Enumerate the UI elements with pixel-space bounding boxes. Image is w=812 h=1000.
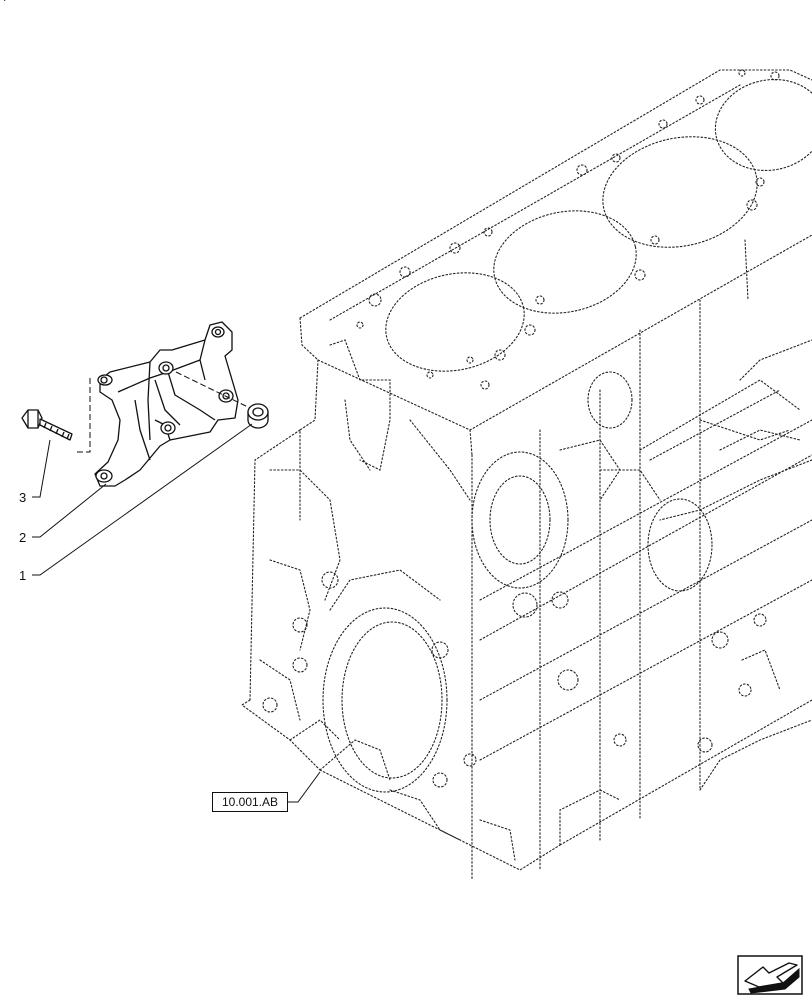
leader-item-2 xyxy=(32,483,107,538)
reference-label-box[interactable]: 10.001.AB xyxy=(212,792,288,812)
spacer-part xyxy=(247,403,269,429)
leader-reference xyxy=(288,771,321,803)
bracket-assembly xyxy=(21,321,269,487)
callout-item-3: 3 xyxy=(19,490,27,505)
corner-mark: · xyxy=(3,0,7,6)
bolt-part xyxy=(21,409,73,441)
leader-item-3 xyxy=(32,439,51,498)
callout-item-1: 1 xyxy=(19,568,27,583)
reference-label: 10.001.AB xyxy=(221,795,279,809)
engine-block-drawing xyxy=(241,69,812,881)
bracket-part xyxy=(94,321,239,487)
callout-item-2: 2 xyxy=(19,530,27,545)
next-page-arrow-icon[interactable] xyxy=(737,955,803,995)
leader-item-1 xyxy=(32,423,253,576)
leader-lines xyxy=(32,423,321,803)
